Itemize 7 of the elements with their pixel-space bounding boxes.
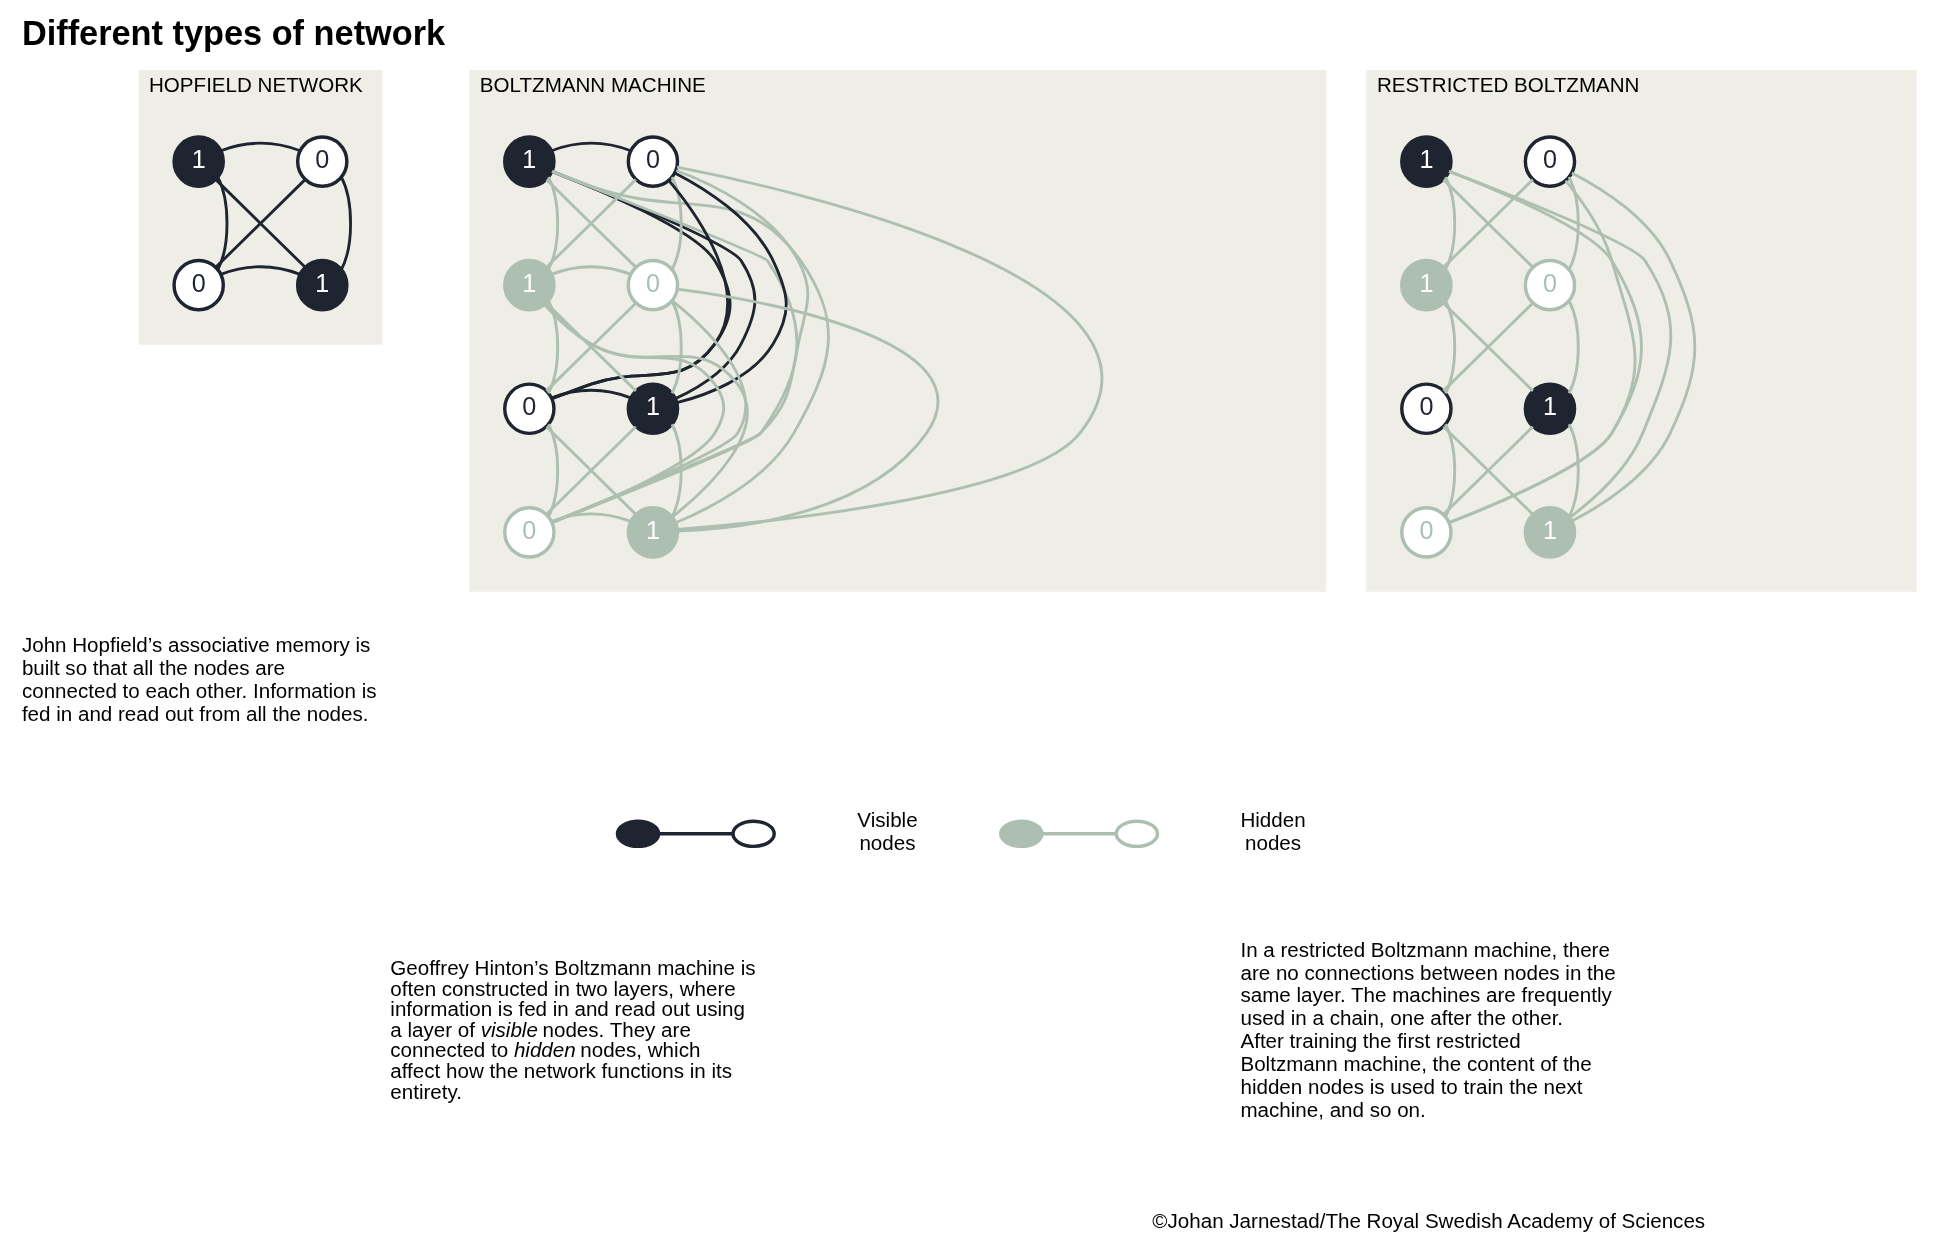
legend-label: Hidden nodes xyxy=(1240,808,1306,855)
label: Geoffrey Hinton’s Boltzmann machine is often constructed in two layers, where information is fed in and read out using a layer of visible nodes. They are connected to hidden nodes, which affect how the network functions in its entirety. xyxy=(390,956,756,1103)
label: In a restricted Boltzmann machine, there are no connections between nodes in the same layer. The machines are frequently used in a chain, one after the other. After training the first restricted Boltzmann machine, the content of the hidden nodes is used to train the next machine, and so on. xyxy=(1240,937,1616,1121)
diagram-title: Different types of network xyxy=(21,14,446,53)
legend-label: Visible nodes xyxy=(857,808,918,855)
label: John Hopfield’s associative memory is built so that all the nodes are connected to each other. Information is fed in and read out from all the nodes. xyxy=(21,633,377,725)
label: ©Johan Jarnestad/The Royal Swedish Academy of Sciences xyxy=(1152,1208,1706,1232)
